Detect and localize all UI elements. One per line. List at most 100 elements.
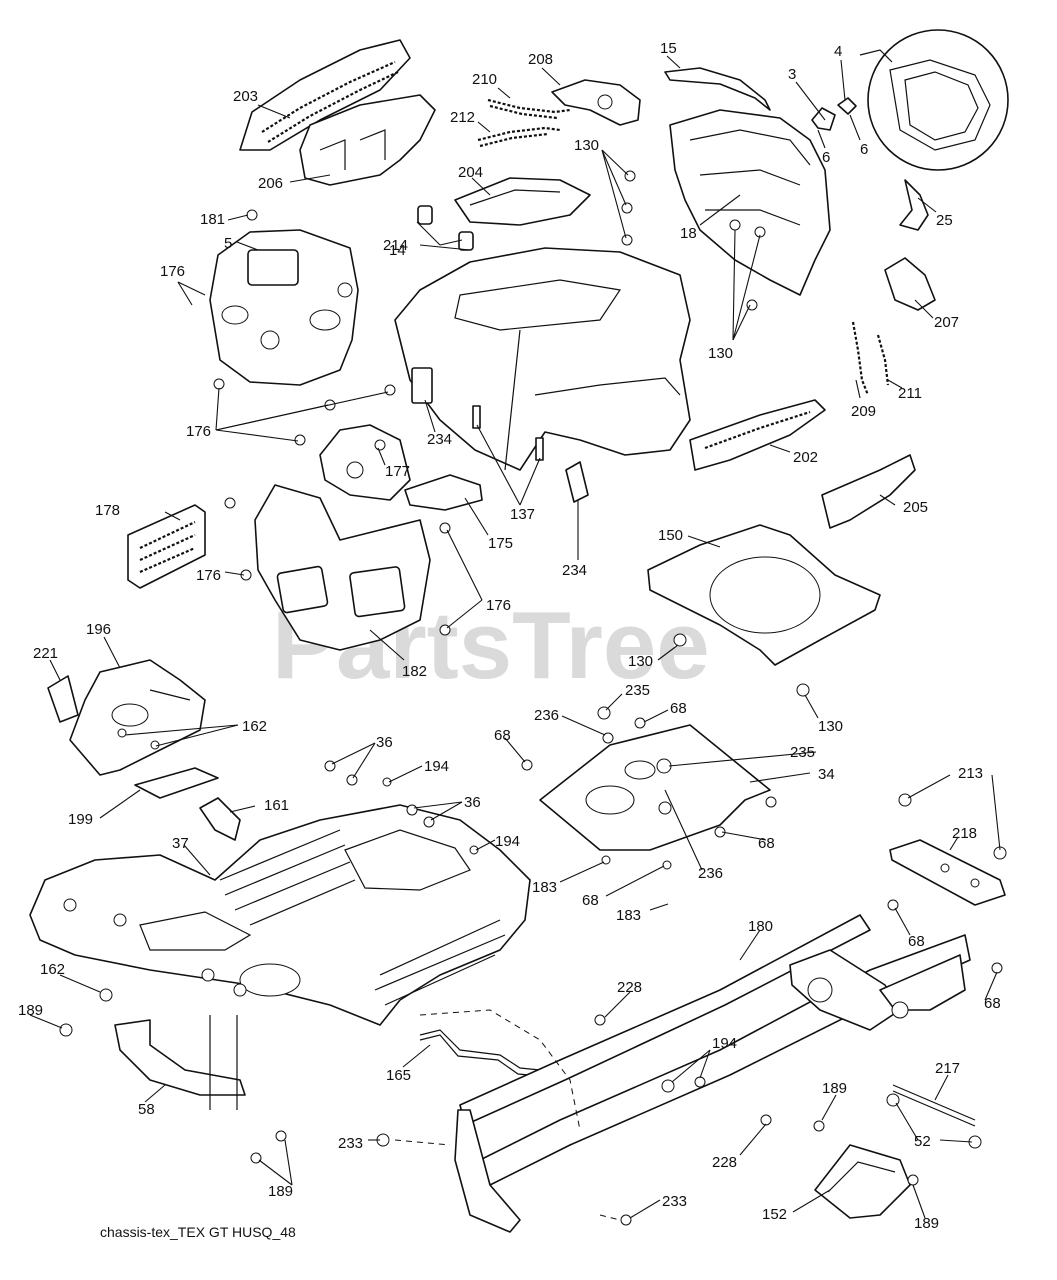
callout-205: 205 [903,499,928,516]
dashed-outline [394,1009,621,1221]
callout-68f: 68 [984,995,1001,1012]
callout-182: 182 [402,663,427,680]
callout-233b: 233 [662,1193,687,1210]
callout-162b: 162 [40,961,65,978]
callout-4: 4 [834,43,842,60]
callout-189d: 189 [914,1215,939,1232]
callout-207: 207 [934,314,959,331]
callout-178: 178 [95,502,120,519]
part-205-cover [821,454,916,529]
callout-162a: 162 [242,718,267,735]
part-152-bracket [814,1144,911,1219]
part-211-grille [876,334,890,386]
callout-3: 3 [788,66,796,83]
callout-194b: 194 [495,833,520,850]
callout-202: 202 [793,449,818,466]
part-210-grille [487,98,571,120]
callout-203: 203 [233,88,258,105]
callout-175: 175 [488,535,513,552]
callout-196: 196 [86,621,111,638]
callout-137: 137 [510,506,535,523]
callout-165: 165 [386,1067,411,1084]
callout-189a: 189 [18,1002,43,1019]
callout-68c: 68 [758,835,775,852]
callout-228a: 228 [617,979,642,996]
callout-210: 210 [472,71,497,88]
callout-68b: 68 [494,727,511,744]
part-58-bracket [114,1015,246,1110]
part-178-vent [127,504,206,589]
callout-235a: 235 [625,682,650,699]
part-37-fender [29,804,531,1026]
part-25-bracket [899,179,929,231]
part-209-grille [851,321,870,396]
part-207-housing [884,257,936,311]
part-208-housing [551,79,641,126]
callout-236a: 236 [534,707,559,724]
callout-199: 199 [68,811,93,828]
callout-218: 218 [952,825,977,842]
callout-130a: 130 [574,137,599,154]
callout-233a: 233 [338,1135,363,1152]
callout-189c: 189 [268,1183,293,1200]
callout-15: 15 [660,40,677,57]
part-150-base-pan [647,524,881,666]
callout-5: 5 [224,235,232,252]
part-218-bracket [889,839,1006,906]
callout-208: 208 [528,51,553,68]
part-3-lens [811,107,836,131]
diagram-caption: chassis-tex_TEX GT HUSQ_48 [100,1224,296,1240]
callout-236b: 236 [698,865,723,882]
callout-58: 58 [138,1101,155,1118]
callout-183b: 183 [616,907,641,924]
part-165-rod [419,1029,541,1077]
callout-130c: 130 [628,653,653,670]
callout-68e: 68 [908,933,925,950]
detail-inset [859,29,1009,171]
callout-150: 150 [658,527,683,544]
part-5-dash-panel [209,229,359,386]
callout-234a: 234 [427,431,452,448]
part-177-bracket [319,424,411,501]
callout-36a: 36 [376,734,393,751]
callout-52: 52 [914,1133,931,1150]
callout-6a: 6 [822,149,830,166]
callout-206: 206 [258,175,283,192]
part-182-front-panel [254,484,431,651]
callout-204: 204 [458,164,483,181]
part-4-clip [837,97,857,115]
callout-68d: 68 [582,892,599,909]
callout-183a: 183 [532,879,557,896]
callout-37: 37 [172,835,189,852]
fender-vent-pattern-lower [374,919,506,1006]
part-234-lower [565,461,589,503]
callout-152: 152 [762,1206,787,1223]
callout-25: 25 [936,212,953,229]
part-221-label [47,675,79,723]
part-161-bracket [199,797,241,841]
callout-36b: 36 [464,794,481,811]
part-34-plate [539,724,771,851]
part-206-bracket [299,94,436,186]
fender-vent-pattern-upper [219,829,356,926]
part-212-grille [477,126,561,148]
callout-176a: 176 [160,263,185,280]
part-196-housing [69,659,206,776]
callout-211: 211 [898,385,922,402]
callout-228b: 228 [712,1154,737,1171]
callout-189b: 189 [822,1080,847,1097]
callout-6b: 6 [860,141,868,158]
part-217-rod [892,1084,976,1127]
callouts: 203 206 210 212 208 15 3 4 6 6 130 204 1… [18,40,1001,1232]
callout-235b: 235 [790,744,815,761]
callout-194c: 194 [712,1035,737,1052]
callout-177: 177 [385,463,410,480]
part-15-strip [664,67,771,111]
callout-130d: 130 [818,718,843,735]
part-199-plate [134,767,219,799]
callout-176c: 176 [196,567,221,584]
callout-14: 14 [389,242,406,259]
part-202-grille [689,399,826,471]
callout-194a: 194 [424,758,449,775]
callout-221: 221 [33,645,58,662]
